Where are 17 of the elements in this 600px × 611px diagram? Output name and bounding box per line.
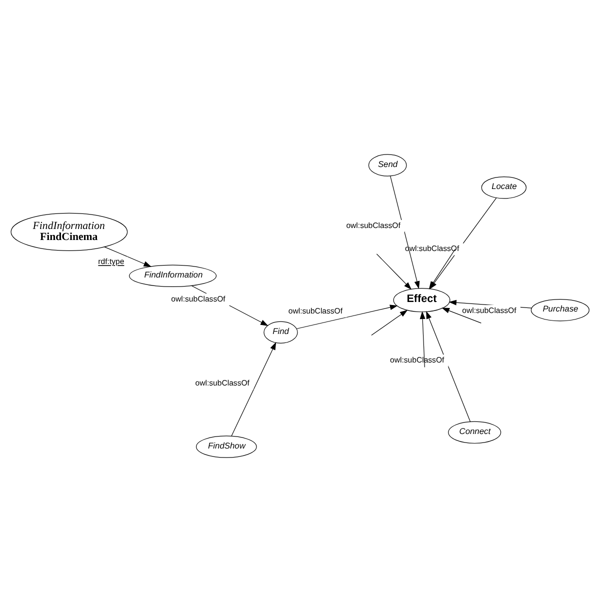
- node-ellipse: Purchase: [530, 298, 590, 321]
- node-ellipse: Connect: [448, 420, 502, 444]
- arrow: [371, 309, 408, 336]
- node-ellipse: Locate: [481, 176, 526, 198]
- arrow: [376, 253, 412, 290]
- arrow: [420, 310, 426, 368]
- node-ellipse: FindInformation FindCinema: [10, 212, 128, 250]
- arrow: [104, 246, 152, 266]
- node-ellipse: Find: [264, 320, 298, 344]
- arrow: [442, 307, 482, 323]
- node-ellipse: FindShow: [196, 435, 257, 458]
- arrow: [296, 304, 398, 329]
- node-ellipse: FindInformation: [129, 264, 217, 286]
- arrow: [390, 175, 420, 288]
- node-ellipse: Send: [368, 154, 407, 176]
- arrow: [426, 310, 471, 422]
- arrow: [231, 342, 276, 436]
